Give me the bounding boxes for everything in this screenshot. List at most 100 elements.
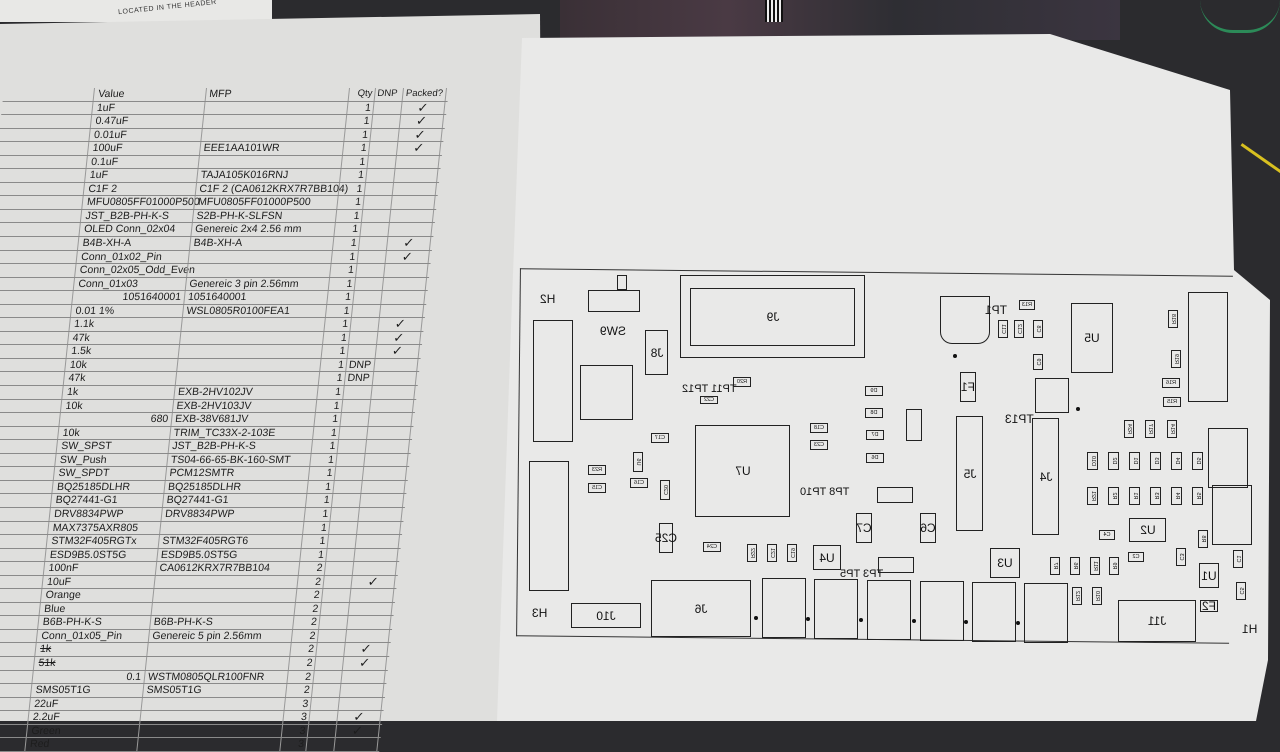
j8-footprint: J8: [645, 330, 668, 375]
designator-label: R12: [1074, 590, 1080, 602]
designator-label: C16: [633, 480, 645, 486]
designator-label: R3: [1152, 492, 1159, 500]
part-c19: C19: [787, 544, 797, 562]
designator-label: H3: [532, 606, 548, 620]
switch-tab: [617, 275, 627, 290]
designator-label: C24: [706, 544, 718, 550]
pad-footprint: [580, 365, 633, 420]
designator-label: U7: [734, 464, 751, 478]
part-r4: R4: [1171, 487, 1182, 505]
designator-label: J10: [596, 608, 616, 623]
pad-footprint: [906, 409, 922, 441]
header-note-paper: LOCATED IN THE HEADER: [0, 0, 272, 22]
designator-label: U4: [819, 550, 835, 565]
designator-label: R24: [1126, 423, 1132, 435]
designator-label: C2: [1132, 554, 1140, 560]
u3-footprint: U3: [990, 548, 1020, 578]
part-r14: R14: [1167, 420, 1177, 438]
part-r18: R18: [1168, 310, 1178, 328]
u1-footprint: U1: [1199, 563, 1219, 588]
part-r19: R19: [1171, 350, 1181, 368]
part-r6: R6: [1070, 557, 1080, 575]
designator-label: C7: [856, 521, 872, 535]
part-r21: R21: [1087, 487, 1098, 505]
designator-label: C15: [591, 485, 603, 491]
designator-label: J11: [1147, 614, 1167, 628]
designator-label: U5: [1084, 331, 1100, 345]
j10-footprint: J10: [571, 603, 641, 628]
designator-label: C18: [813, 425, 825, 431]
packed-check-icon: ✓: [334, 723, 381, 738]
designator-label: R23: [591, 467, 603, 473]
designator-label: C1: [1235, 555, 1241, 563]
designator-label: D6: [871, 455, 879, 461]
pin1-marker: [1016, 621, 1020, 625]
part-c1: C1: [1233, 550, 1243, 568]
j5-footprint: J5: [956, 416, 983, 531]
designator-label: R1: [1131, 492, 1138, 500]
designator-label: J4: [1039, 469, 1052, 484]
part-r17: R17: [1145, 420, 1155, 438]
part-r13: R13: [1019, 300, 1035, 310]
designator-label: D8: [870, 410, 878, 416]
part-u6: U6: [633, 452, 643, 472]
part-r8: R8: [1198, 530, 1208, 548]
bom-mfp: [136, 738, 281, 751]
designator-label: R19: [1173, 353, 1179, 365]
pad-footprint: [878, 557, 914, 573]
part-d1: D1: [1129, 452, 1140, 470]
f2-footprint: F2: [1200, 599, 1218, 613]
part-c24: C24: [703, 542, 721, 552]
pad-footprint: [762, 578, 806, 638]
designator-label: F1: [960, 380, 976, 394]
pad-footprint: [1024, 583, 1068, 643]
designator-label: R8: [1200, 535, 1206, 543]
bom-mfp: [137, 724, 283, 738]
u7-footprint: U7: [695, 425, 790, 517]
bom-value: Red: [24, 738, 138, 751]
part-c9: C9: [1033, 354, 1043, 370]
designator-label: D4: [1173, 457, 1180, 465]
connector-footprint: [533, 320, 573, 442]
designator-label: C22: [703, 397, 715, 403]
pin1-marker: [964, 620, 968, 624]
part-r1: R1: [1129, 487, 1140, 505]
designator-label: R16: [1165, 380, 1177, 386]
connector-footprint: [1208, 428, 1248, 488]
designator-label: C4: [1103, 532, 1111, 538]
designator-label: R22: [749, 547, 755, 559]
part-c12: C12: [1014, 320, 1024, 338]
designator-label: J6: [694, 601, 708, 616]
designator-label: F2: [1201, 599, 1217, 613]
designator-label: TP11 TP12: [682, 383, 737, 395]
designator-label: R10: [1094, 590, 1100, 602]
connector-footprint: [1188, 292, 1228, 402]
designator-label: R20: [736, 379, 748, 385]
designator-label: R15: [1166, 399, 1178, 405]
connector-footprint: [529, 461, 569, 591]
pad-footprint: [877, 487, 913, 503]
designator-label: R13: [1021, 302, 1033, 308]
part-c23: C23: [810, 440, 828, 450]
part-c11: C11: [998, 320, 1008, 338]
pin1-marker: [754, 616, 758, 620]
designator-label: C23: [813, 442, 825, 448]
part-c15: C15: [588, 483, 606, 493]
designator-label: C25: [654, 531, 678, 545]
designator-label: D2: [1110, 457, 1117, 465]
designator-label: R11: [1092, 561, 1098, 571]
bom-packed: [333, 738, 379, 751]
designator-label: U1: [1201, 568, 1217, 583]
bom-qty: 3: [280, 724, 309, 738]
designator-label: C12: [1016, 323, 1022, 335]
j4-footprint: J4: [1032, 418, 1059, 535]
part-d6: D6: [866, 453, 884, 463]
designator-label: TP1: [985, 303, 1008, 317]
designator-label: J5: [963, 466, 976, 481]
part-c22: C22: [700, 396, 718, 404]
designator-label: R4: [1173, 492, 1180, 500]
designator-label: R17: [1147, 423, 1153, 435]
designator-label: C8: [1035, 325, 1041, 333]
